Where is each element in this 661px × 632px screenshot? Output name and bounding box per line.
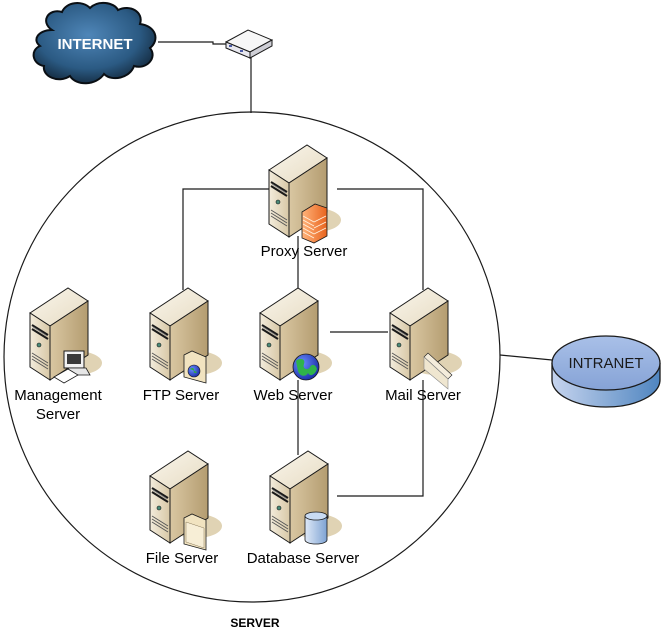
web-server-label: Web Server <box>254 387 333 404</box>
mail-server-label: Mail Server <box>385 387 461 404</box>
database-disk-icon <box>551 335 661 408</box>
proxy-server-label: Proxy Server <box>261 243 348 260</box>
server-file[interactable] <box>149 450 223 551</box>
server-web[interactable] <box>259 287 333 381</box>
database-server-label: Database Server <box>247 550 360 567</box>
link-proxy-mail <box>337 188 424 290</box>
ftp-server-label: FTP Server <box>143 387 219 404</box>
folder-icon <box>183 513 207 551</box>
computer-icon <box>53 350 91 384</box>
envelope-icon <box>423 352 453 390</box>
server-management[interactable] <box>29 287 103 384</box>
firewall-icon <box>301 203 328 244</box>
server-proxy[interactable] <box>268 144 342 244</box>
globe-icon <box>292 353 320 381</box>
management-server-label-line1: Management <box>14 387 102 404</box>
router-node[interactable] <box>224 29 274 59</box>
server-database[interactable] <box>269 450 343 545</box>
server-zone-title: SERVER <box>230 616 279 630</box>
internet-label: INTERNET <box>58 36 133 53</box>
database-icon <box>304 511 328 545</box>
server-ftp[interactable] <box>149 287 223 384</box>
intranet-node[interactable]: INTRANET <box>551 335 661 408</box>
internet-node[interactable]: INTERNET <box>32 2 157 85</box>
management-server-label-line2: Server <box>36 406 80 423</box>
router-icon <box>224 29 274 59</box>
server-mail[interactable] <box>389 287 463 390</box>
folder-globe-icon <box>183 350 207 384</box>
link-server-zone-intranet <box>499 354 553 361</box>
file-server-label: File Server <box>146 550 219 567</box>
connections <box>158 41 553 497</box>
link-mail-database <box>337 380 424 497</box>
intranet-label: INTRANET <box>569 355 644 372</box>
cloud-icon <box>32 2 157 85</box>
link-proxy-ftp <box>182 188 270 290</box>
server-zone-boundary <box>3 111 501 603</box>
